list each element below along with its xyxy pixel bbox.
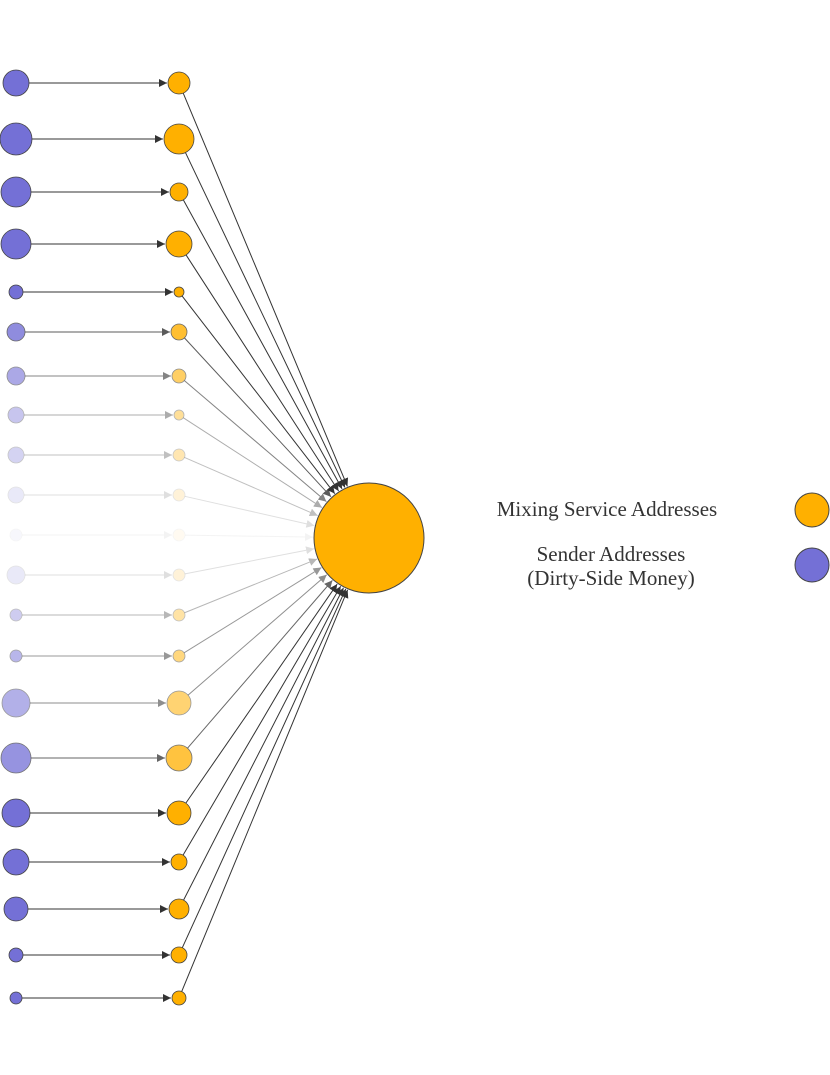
sender-address-node	[9, 608, 23, 622]
sender-address-node	[7, 446, 25, 464]
mixer-to-hub-edge	[181, 588, 347, 948]
sender-address-node	[2, 848, 30, 876]
legend-mixing-label: Mixing Service Addresses	[497, 497, 717, 521]
mixing-address-node	[172, 448, 186, 462]
mixing-address-node	[172, 649, 186, 663]
legend: Mixing Service Addresses Sender Addresse…	[497, 492, 830, 590]
mixer-to-hub-edge	[184, 337, 332, 498]
legend-mixing-swatch	[794, 492, 830, 528]
mixer-to-hub-edge	[182, 199, 343, 490]
mixing-address-node	[173, 409, 185, 421]
sender-address-node	[0, 176, 32, 208]
mixer-to-hub-edge	[185, 254, 340, 492]
mixing-address-node	[167, 71, 191, 95]
mixer-to-hub-edge	[183, 567, 322, 654]
sender-address-node	[3, 896, 29, 922]
mixing-address-node	[172, 568, 186, 582]
sender-address-node	[9, 991, 23, 1005]
mixer-to-hub-edge	[187, 580, 333, 749]
legend-sender-label-line1: Sender Addresses	[537, 542, 686, 566]
sender-address-node	[6, 322, 26, 342]
sender-address-node	[0, 122, 33, 156]
mixing-address-node	[171, 990, 187, 1006]
mixing-address-node	[166, 690, 192, 716]
sender-address-node	[6, 565, 26, 585]
mixing-address-node	[172, 608, 186, 622]
mixing-address-node	[173, 286, 185, 298]
mixing-address-node	[166, 800, 192, 826]
mixer-to-hub-edge	[184, 532, 314, 541]
sender-address-node	[8, 284, 24, 300]
sender-address-node	[1, 798, 31, 828]
nodes-layer	[0, 69, 195, 1006]
mixer-to-hub-edge	[182, 92, 349, 487]
mixing-address-node	[171, 368, 187, 384]
mixing-service-hub-node	[313, 482, 425, 594]
mixer-to-hub-edge	[181, 295, 336, 494]
mixing-address-node	[165, 744, 193, 772]
mixing-address-node	[170, 853, 188, 871]
mixer-to-hub-edge	[182, 417, 323, 508]
sender-address-node	[2, 69, 30, 97]
sender-address-node	[8, 947, 24, 963]
mixing-address-node	[163, 123, 195, 155]
mixer-to-hub-edge	[184, 456, 318, 517]
sender-address-node	[6, 366, 26, 386]
mixer-to-hub-edge	[187, 574, 328, 696]
mixer-to-hub-edge	[184, 558, 318, 614]
sender-address-node	[7, 406, 25, 424]
sender-address-node	[9, 528, 23, 542]
mixing-address-node	[172, 488, 186, 502]
legend-sender-swatch	[794, 547, 830, 583]
mixer-to-hub-edge	[184, 380, 327, 503]
mixer-to-hub-edge	[183, 587, 344, 901]
sender-address-node	[0, 742, 32, 774]
mixer-to-hub-edge	[181, 589, 349, 992]
mixing-address-node	[170, 323, 188, 341]
sender-address-node	[1, 688, 31, 718]
mixer-to-hub-edge	[184, 152, 346, 488]
sender-address-node	[7, 486, 25, 504]
mixing-address-node	[165, 230, 193, 258]
mixer-to-hub-edge	[185, 583, 338, 804]
mixing-address-node	[169, 182, 189, 202]
sender-address-node	[9, 649, 23, 663]
mixing-address-node	[170, 946, 188, 964]
mixer-to-hub-edge	[184, 495, 315, 528]
mixer-to-hub-edge	[182, 586, 342, 856]
mixer-to-hub-edge	[184, 546, 315, 575]
mixing-address-node	[168, 898, 190, 920]
legend-sender-label-line2: (Dirty-Side Money)	[527, 566, 694, 590]
sender-address-node	[0, 228, 32, 260]
mixing-address-node	[172, 528, 186, 542]
edges-layer	[22, 79, 349, 1002]
